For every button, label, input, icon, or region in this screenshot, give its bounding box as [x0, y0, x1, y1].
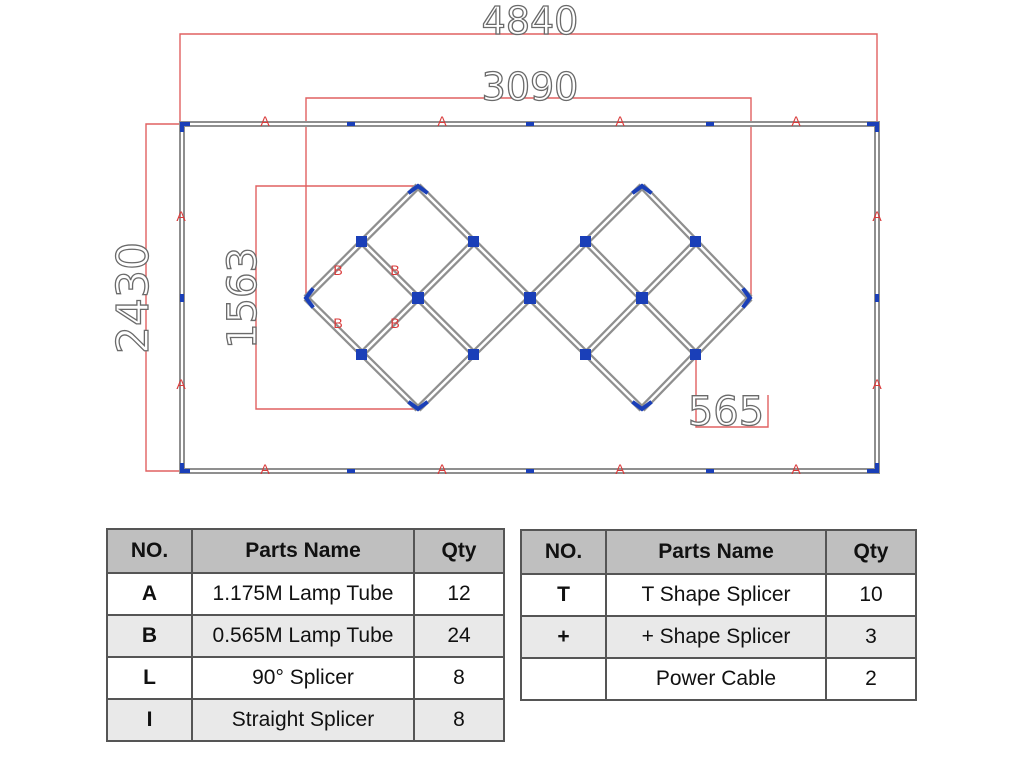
label-b-4: B [390, 315, 399, 331]
dim-overall-width: 4840 [482, 0, 579, 43]
parts-table-left: NO. Parts Name Qty A 1.175M Lamp Tube 12… [106, 528, 505, 742]
label-a-top-3: A [615, 113, 625, 129]
dim-cell-size: 565 [688, 389, 764, 435]
table-header-row: NO. Parts Name Qty [106, 528, 505, 574]
part-no: B [106, 614, 193, 658]
table-row: I Straight Splicer 8 [106, 698, 505, 742]
label-a-left-1: A [176, 208, 186, 224]
label-a-bottom-3: A [615, 461, 625, 477]
dim-overall-height: 2430 [108, 242, 159, 354]
part-qty: 10 [825, 573, 917, 617]
label-a-left-2: A [176, 376, 186, 392]
part-no [520, 657, 607, 701]
table-row: L 90° Splicer 8 [106, 656, 505, 700]
part-no: L [106, 656, 193, 700]
header-parts-name: Parts Name [605, 529, 827, 575]
label-a-top-4: A [791, 113, 801, 129]
part-name: 90° Splicer [191, 656, 415, 700]
table-row: B 0.565M Lamp Tube 24 [106, 614, 505, 658]
label-a-top-2: A [437, 113, 447, 129]
label-a-bottom-2: A [437, 461, 447, 477]
part-no: I [106, 698, 193, 742]
part-qty: 8 [413, 698, 505, 742]
header-parts-name: Parts Name [191, 528, 415, 574]
part-no: + [520, 615, 607, 659]
part-name: 1.175M Lamp Tube [191, 572, 415, 616]
parts-table-right: NO. Parts Name Qty T T Shape Splicer 10 … [520, 529, 917, 701]
table-row: T T Shape Splicer 10 [520, 573, 917, 617]
part-name: 0.565M Lamp Tube [191, 614, 415, 658]
part-no: T [520, 573, 607, 617]
part-name: + Shape Splicer [605, 615, 827, 659]
header-no: NO. [106, 528, 193, 574]
part-qty: 12 [413, 572, 505, 616]
table-row: Power Cable 2 [520, 657, 917, 701]
header-qty: Qty [413, 528, 505, 574]
part-qty: 3 [825, 615, 917, 659]
part-name: T Shape Splicer [605, 573, 827, 617]
splicer-joints [180, 122, 879, 473]
part-qty: 24 [413, 614, 505, 658]
table-header-row: NO. Parts Name Qty [520, 529, 917, 575]
part-qty: 2 [825, 657, 917, 701]
table-row: A 1.175M Lamp Tube 12 [106, 572, 505, 616]
label-b-2: B [390, 262, 399, 278]
part-qty: 8 [413, 656, 505, 700]
part-name: Straight Splicer [191, 698, 415, 742]
part-name: Power Cable [605, 657, 827, 701]
dimension-lines [145, 33, 878, 472]
label-a-right-2: A [872, 376, 882, 392]
part-no: A [106, 572, 193, 616]
cell-labels: B B B B [333, 262, 399, 331]
label-b-1: B [333, 262, 342, 278]
header-qty: Qty [825, 529, 917, 575]
dim-diamond-height: 1563 [220, 247, 266, 349]
label-b-3: B [333, 315, 342, 331]
dim-diamond-span: 3090 [482, 65, 579, 109]
table-row: + + Shape Splicer 3 [520, 615, 917, 659]
label-a-top-1: A [260, 113, 270, 129]
label-a-right-1: A [872, 208, 882, 224]
label-a-bottom-1: A [260, 461, 270, 477]
label-a-bottom-4: A [791, 461, 801, 477]
frame-labels: A A A A A A A A A A A A [176, 113, 882, 477]
header-no: NO. [520, 529, 607, 575]
